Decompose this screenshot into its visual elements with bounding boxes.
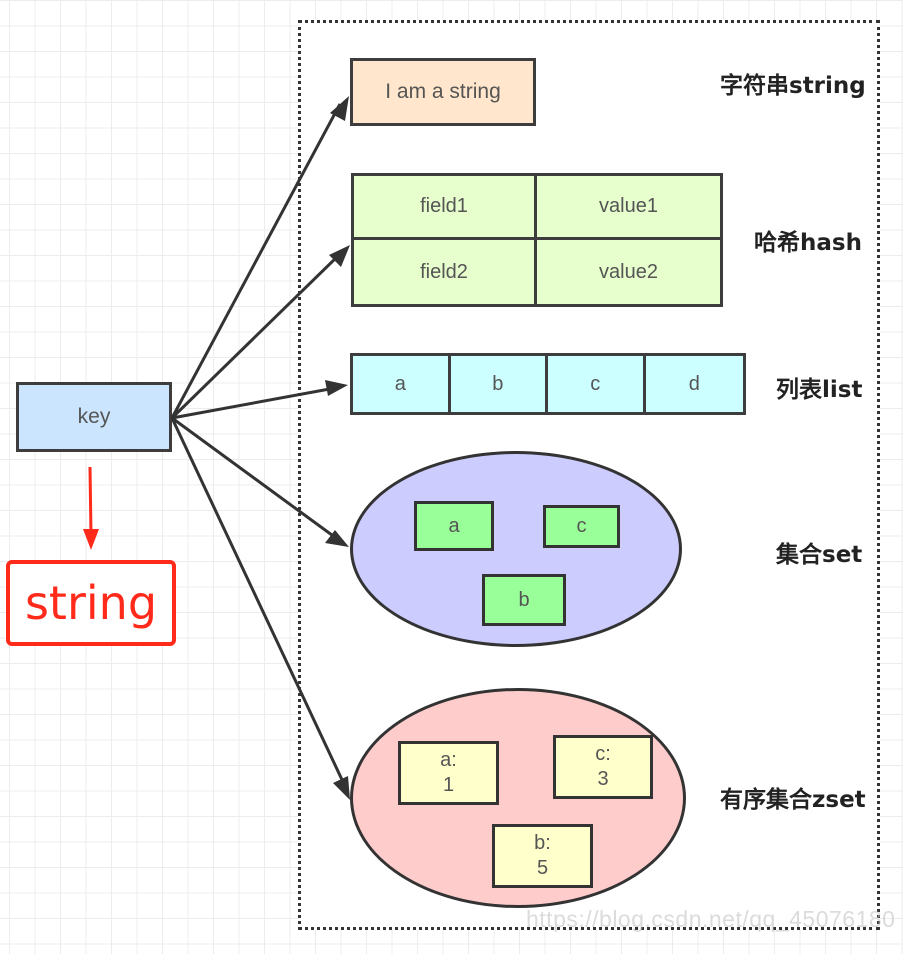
red-arrow-down	[83, 466, 99, 550]
zset-item: a: 1	[398, 741, 499, 805]
hash-field: field2	[354, 240, 537, 304]
hash-value: value1	[537, 176, 720, 240]
string-value-box: I am a string	[350, 58, 536, 126]
zset-score: 1	[442, 774, 455, 796]
key-node: key	[16, 382, 172, 452]
list-type-label: 列表list	[776, 377, 863, 403]
watermark: https://blog.csdn.net/qq_45076180	[526, 906, 896, 932]
type-result-box: string	[6, 560, 176, 646]
list-row: a b c d	[350, 353, 746, 415]
list-item: c	[548, 356, 646, 412]
list-item: b	[451, 356, 548, 412]
type-result-label: string	[24, 576, 158, 630]
set-item-label: b	[518, 588, 530, 611]
hash-field: field1	[354, 176, 537, 240]
zset-member: a:	[440, 749, 457, 771]
zset-type-label: 有序集合zset	[720, 787, 866, 813]
list-item: d	[688, 372, 700, 395]
zset-score: 3	[597, 768, 609, 790]
set-type-label: 集合set	[776, 542, 863, 568]
string-value: I am a string	[385, 80, 501, 103]
string-type-label: 字符串string	[720, 73, 866, 99]
set-item: a	[414, 501, 494, 551]
zset-member: b:	[534, 832, 551, 854]
zset-item: c: 3	[553, 735, 653, 799]
set-item-label: a	[448, 514, 460, 537]
set-item-label: c	[576, 515, 587, 537]
hash-type-label: 哈希hash	[754, 230, 862, 256]
zset-score: 5	[536, 857, 549, 879]
key-label: key	[77, 405, 111, 428]
hash-value: value2	[599, 260, 658, 283]
set-item: b	[482, 574, 566, 626]
list-item: a	[353, 356, 451, 412]
set-item: c	[543, 505, 620, 548]
zset-item: b: 5	[492, 824, 593, 888]
zset-member: c:	[595, 743, 611, 765]
hash-table: field1 value1 field2 value2	[351, 173, 723, 307]
